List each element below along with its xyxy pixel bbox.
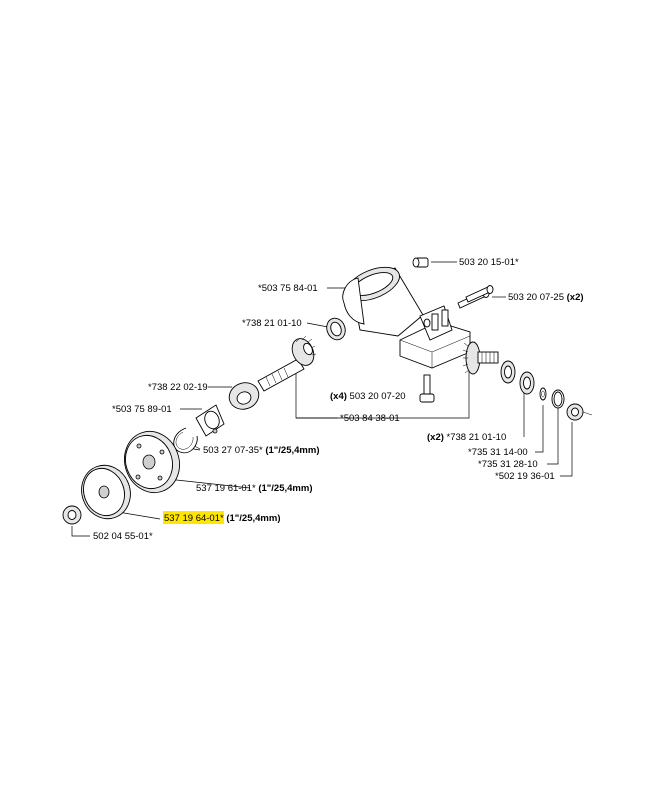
label-flange-upper[interactable]: 537 19 61-01* (1"/25,4mm) bbox=[196, 483, 312, 494]
flange-upper bbox=[124, 430, 180, 494]
label-housing[interactable]: *503 75 84-01 bbox=[258, 283, 318, 294]
label-gear-set[interactable]: *503 84 38-01 bbox=[340, 413, 400, 424]
flange-lower bbox=[81, 464, 131, 520]
label-bearing-right[interactable]: (x2) *738 21 01-10 bbox=[427, 432, 506, 443]
bevel-gear-right bbox=[462, 341, 499, 375]
washer-a bbox=[539, 387, 547, 401]
label-flange-lower[interactable]: 537 19 64-01* (1"/25,4mm) bbox=[164, 513, 280, 524]
label-circlip[interactable]: 503 27 07-35* (1"/25,4mm) bbox=[203, 445, 319, 456]
screw-bottom bbox=[419, 374, 435, 403]
label-bevel-gear-small[interactable]: *738 22 02-19 bbox=[148, 382, 208, 393]
label-bolts[interactable]: 503 20 07-25 (x2) bbox=[508, 292, 584, 303]
label-screws-bottom[interactable]: (x4) 503 20 07-20 bbox=[330, 391, 406, 402]
bolts-pair bbox=[457, 285, 494, 309]
label-nut-right[interactable]: *502 19 36-01 bbox=[495, 471, 555, 482]
leader-lines bbox=[71, 261, 573, 537]
bevel-gear-small bbox=[228, 382, 260, 410]
circlip bbox=[173, 427, 198, 454]
selected-part-highlight bbox=[163, 511, 224, 524]
nut-left bbox=[62, 505, 82, 525]
bearing-right-pair bbox=[500, 360, 535, 395]
label-washer-b[interactable]: *735 31 28-10 bbox=[478, 459, 538, 470]
ring bbox=[195, 404, 225, 437]
label-screw-top[interactable]: 503 20 15-01* bbox=[459, 257, 519, 268]
label-nut-left[interactable]: 502 04 55-01* bbox=[93, 531, 153, 542]
washer-b bbox=[551, 389, 565, 409]
label-bearing-left[interactable]: *738 21 01-10 bbox=[242, 318, 302, 329]
label-ring[interactable]: *503 75 89-01 bbox=[112, 404, 172, 415]
bearing-left bbox=[326, 317, 346, 341]
gear-housing bbox=[342, 266, 471, 369]
pinion-shaft bbox=[257, 335, 317, 392]
part-labels: 503 20 15-01* *503 75 84-01 503 20 07-25… bbox=[93, 257, 584, 542]
nut-right bbox=[566, 403, 593, 421]
label-washer-a[interactable]: *735 31 14-00 bbox=[468, 447, 528, 458]
screw-top bbox=[412, 257, 429, 268]
